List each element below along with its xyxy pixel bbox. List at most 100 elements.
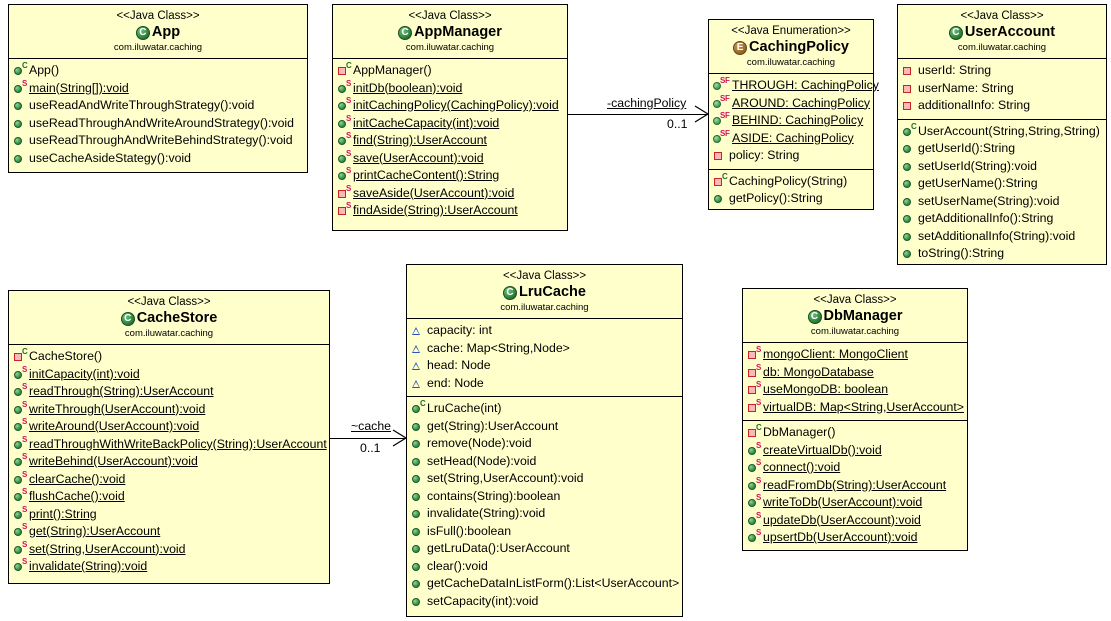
member-row[interactable]: contains(String):boolean [411,488,680,506]
member-label: set(String,UserAccount):void [427,471,584,485]
class-name: DbManager [823,308,903,324]
class-box-useraccount[interactable]: <<Java Class>> C UserAccount com.iluwata… [897,4,1107,265]
member-row[interactable]: set(String,UserAccount):void [411,470,680,488]
member-row[interactable]: setAdditionalInfo(String):void [902,228,1104,246]
member-row[interactable]: useReadAndWriteThroughStrategy():void [13,97,305,115]
member-row[interactable]: getUserName():String [902,175,1104,193]
static-marker-icon: S [720,128,726,138]
member-row[interactable]: setHead(Node):void [411,453,680,471]
member-row[interactable]: clear():void [411,558,680,576]
member-row[interactable]: cache: Map<String,Node> [411,340,680,358]
member-row[interactable]: get(String):UserAccount [411,418,680,436]
member-row[interactable]: isFull():boolean [411,523,680,541]
member-row[interactable]: setUserName(String):void [902,193,1104,211]
class-box-cachingpolicy[interactable]: <<Java Enumeration>> E CachingPolicy com… [708,19,879,210]
member-label: initCacheCapacity(int):void [353,115,500,130]
member-row[interactable]: remove(Node):void [411,435,680,453]
member-label: App() [29,63,60,77]
member-row[interactable]: additionalInfo: String [902,97,1104,115]
static-marker-icon: S [22,417,28,426]
member-label: db: MongoDatabase [763,364,874,379]
member-row[interactable]: useReadThroughAndWriteAroundStrategy():v… [13,115,305,133]
class-box-app[interactable]: <<Java Class>> C App com.iluwatar.cachin… [8,4,308,173]
member-row[interactable]: getPolicy():String [713,190,871,208]
member-row[interactable]: end: Node [411,375,680,393]
member-row[interactable]: setCapacity(int):void [411,593,680,611]
member-row[interactable]: getUserId():String [902,140,1104,158]
static-marker-icon: S [22,364,28,374]
class-box-dbmanager[interactable]: <<Java Class>> C DbManager com.iluwatar.… [742,288,968,551]
class-package: com.iluwatar.caching [746,57,836,68]
visibility-public-icon [13,115,28,133]
class-package: com.iluwatar.caching [124,328,214,339]
class-package: com.iluwatar.caching [500,302,589,313]
member-row[interactable]: userName: String [902,80,1104,98]
class-box-lrucache[interactable]: <<Java Class>> C LruCache com.iluwatar.c… [406,264,683,617]
member-label: userName: String [918,80,1014,95]
member-row[interactable]: head: Node [411,357,680,375]
member-row[interactable]: getAdditionalInfo():String [902,210,1104,228]
member-row[interactable]: capacity: int [411,322,680,340]
member-row[interactable]: policy: String [713,147,871,165]
class-box-cachestore[interactable]: <<Java Class>> C CacheStore com.iluwatar… [8,290,330,584]
visibility-package-icon [411,340,426,358]
member-row[interactable]: getCacheDataInListForm():List<UserAccoun… [411,575,680,593]
association-arrowhead [694,105,710,123]
visibility-public-icon: S [13,364,28,384]
member-row[interactable]: useReadThroughAndWriteBehindStrategy():v… [13,132,305,150]
member-row[interactable]: useCacheAsideStategy():void [13,150,305,168]
member-row[interactable]: userId: String [902,62,1104,80]
member-label: useReadAndWriteThroughStrategy():void [29,98,255,112]
visibility-private-icon [902,97,917,115]
member-row[interactable]: toString():String [902,245,1104,263]
member-label: BEHIND: CachingPolicy [732,113,864,127]
member-row[interactable]: setUserId(String):void [902,158,1104,176]
member-row[interactable]: getLruData():UserAccount [411,540,680,558]
visibility-public-icon: S [337,132,352,150]
member-row[interactable]: invalidate(String):void [411,505,680,523]
class-box-appmanager[interactable]: <<Java Class>> C AppManager com.iluwatar… [332,4,568,231]
